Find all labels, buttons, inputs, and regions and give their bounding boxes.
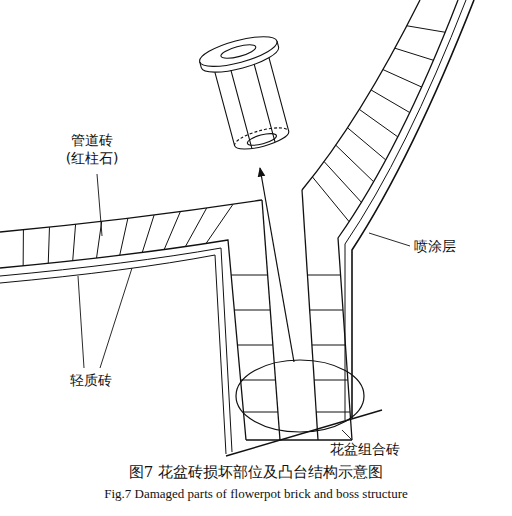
flange-top [197,31,280,73]
brick-joint [142,215,154,252]
damage-ellipse [236,360,364,432]
brick-outer-right [338,0,458,440]
leader-line [97,174,102,236]
brick-joint [359,109,397,136]
brick-outer-left [0,240,246,440]
leader-line [369,233,410,246]
brick-joint [395,48,434,60]
brick-joint [23,230,24,266]
spray-coat-line [352,0,474,418]
bore-top [220,42,257,61]
leader-lines [78,174,410,440]
brick-joints [23,26,445,412]
light-brick-line [0,248,232,452]
flowerpot-brick-inset [197,31,302,157]
brick-joint [234,310,270,311]
caption-english: Fig.7 Damaged parts of flowerpot brick a… [0,486,512,502]
part-label: 轻质砖 [70,372,112,390]
brick-joint [243,412,277,413]
brick-joint [336,145,374,182]
brick-joint [206,204,233,243]
part-label: 花盆组合砖 [330,441,400,459]
brick-lining [0,0,458,440]
bore-left [262,200,280,440]
brick-joint [348,128,386,160]
brick-joint [164,212,180,250]
leader-line [342,430,352,440]
leader-line [78,276,84,368]
brick-joint [407,26,445,32]
nozzle-bottom [246,439,352,440]
cylinder-body [215,58,291,154]
part-label: 喷涂层 [414,238,456,256]
part-label: 管道砖 (红柱石) [62,132,122,167]
segment-joints [231,64,275,148]
brick-joint [73,224,76,260]
brick-joint [237,345,272,346]
brick-joint [231,275,267,276]
brick-joint [241,380,276,381]
brick-joint [371,90,410,113]
hot-face-left [0,200,262,232]
brick-joint [185,208,206,246]
figure-caption: 图7 花盆砖损坏部位及凸台结构示意图 [0,463,512,482]
bore-right [302,190,318,440]
brick-joint [383,70,422,87]
brick-joint [312,345,345,346]
brick-joint [120,218,128,255]
leader-line [100,268,132,368]
light-brick-line [0,255,226,454]
brick-joint [312,177,349,222]
brick-joint [307,275,340,276]
brick-joint [324,162,361,203]
detail-arrow [260,168,294,362]
shell-layers [0,0,474,456]
brick-joint [314,380,348,381]
brick-joint [48,227,49,263]
brick-joint [310,310,343,311]
